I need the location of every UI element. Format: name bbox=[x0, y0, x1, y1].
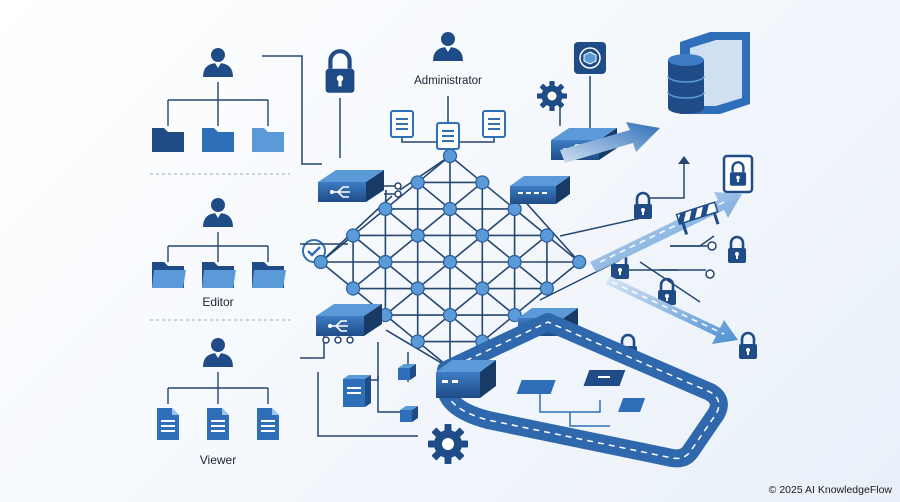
mesh-node bbox=[475, 175, 490, 190]
lock-icon bbox=[726, 235, 748, 265]
gear-icon bbox=[537, 81, 567, 111]
document-icon bbox=[482, 110, 506, 138]
folder-icon bbox=[152, 128, 184, 152]
folder-icon bbox=[252, 262, 286, 288]
mesh-node bbox=[410, 334, 425, 349]
network-switch-icon bbox=[315, 303, 383, 344]
mesh-spoke bbox=[385, 329, 451, 369]
gear-icon bbox=[428, 424, 468, 464]
document-icon bbox=[390, 110, 414, 138]
cube-icon bbox=[398, 364, 416, 380]
role-admin-tree bbox=[152, 48, 284, 152]
mesh-node bbox=[410, 228, 425, 243]
cube-icon bbox=[574, 42, 606, 74]
lock-icon bbox=[722, 154, 754, 194]
mesh-node bbox=[442, 148, 458, 164]
barrier-icon bbox=[675, 201, 720, 235]
mesh-node bbox=[507, 307, 522, 323]
user-icon bbox=[433, 32, 463, 61]
mesh-node bbox=[572, 254, 587, 270]
role-editor-tree bbox=[152, 198, 326, 288]
role-viewer-tree bbox=[157, 338, 279, 440]
mesh-node bbox=[442, 307, 458, 323]
network-switch-icon bbox=[317, 169, 402, 203]
mesh-node bbox=[410, 175, 425, 190]
cube-icon bbox=[400, 406, 418, 422]
lock-icon bbox=[326, 51, 355, 93]
mesh-node bbox=[346, 281, 361, 296]
lock-icon bbox=[632, 191, 654, 221]
network-switch-icon bbox=[510, 176, 570, 204]
mesh-node bbox=[539, 281, 555, 296]
database-icon bbox=[667, 32, 750, 114]
road-loop bbox=[437, 313, 728, 468]
folder-icon bbox=[152, 262, 186, 288]
administrator-label: Administrator bbox=[414, 75, 482, 87]
user-icon bbox=[203, 198, 233, 227]
document-icon bbox=[157, 408, 179, 440]
mesh-node bbox=[378, 201, 393, 217]
mesh-node bbox=[442, 201, 458, 217]
user-icon bbox=[203, 48, 233, 77]
folder-icon bbox=[202, 262, 236, 288]
server-box-icon bbox=[436, 360, 496, 398]
folder-icon bbox=[252, 128, 284, 152]
network-mesh bbox=[313, 148, 587, 376]
mesh-node bbox=[410, 281, 425, 296]
mesh-node bbox=[378, 254, 393, 270]
editor-label: Editor bbox=[202, 295, 233, 309]
copyright-text: © 2025 AI KnowledgeFlow bbox=[768, 484, 892, 496]
viewer-label: Viewer bbox=[200, 453, 236, 467]
document-stack-icon bbox=[343, 375, 371, 407]
lock-icon bbox=[737, 331, 759, 361]
mesh-node bbox=[442, 254, 458, 270]
mesh-node bbox=[475, 281, 490, 296]
data-flow-arrow bbox=[560, 122, 660, 163]
mesh-node bbox=[539, 228, 555, 243]
mesh-node bbox=[507, 254, 522, 270]
mesh-node bbox=[346, 228, 361, 243]
user-icon bbox=[203, 338, 233, 367]
document-icon bbox=[436, 122, 460, 150]
document-icon bbox=[257, 408, 279, 440]
mesh-spoke bbox=[399, 155, 451, 191]
folder-icon bbox=[202, 128, 234, 152]
mesh-node bbox=[507, 201, 522, 217]
document-icon bbox=[207, 408, 229, 440]
mesh-node bbox=[313, 254, 328, 270]
flow-blocks bbox=[516, 370, 646, 427]
mesh-node bbox=[475, 228, 490, 243]
